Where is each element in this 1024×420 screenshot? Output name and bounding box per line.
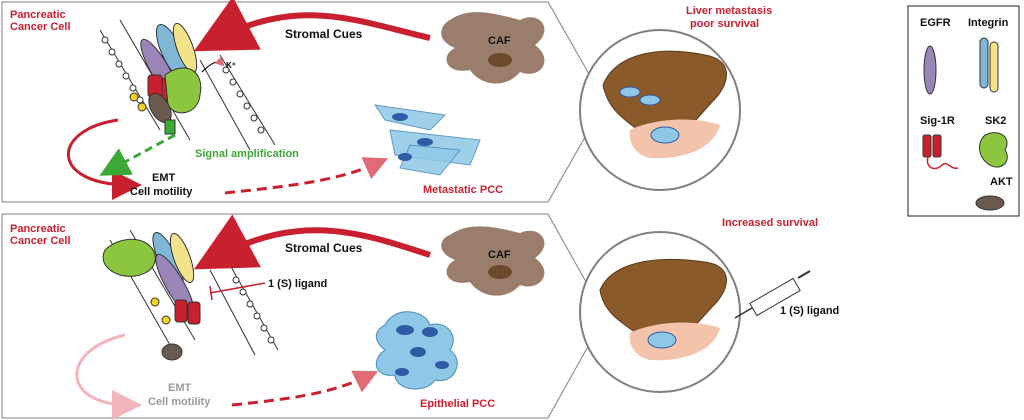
top-panel-frame [1, 1, 606, 203]
legend-integrin-icon [979, 37, 989, 89]
legend-sig1r-icon [922, 134, 932, 158]
top-panel: K⁺ Pancreatic Cancer Cell Stromal Cues C… [1, 0, 775, 203]
top-outcome-line2: poor survival [690, 18, 759, 30]
top-motility-arrow [224, 157, 389, 195]
bottom-caf-shape [441, 226, 545, 296]
legend-egfr-icon [923, 45, 937, 95]
syringe-ligand-label: 1 (S) ligand [780, 305, 839, 317]
bottom-membrane-complex [102, 229, 279, 361]
bottom-cell-label-line2: Cancer Cell [10, 235, 71, 247]
legend-sk2: SK2 [985, 115, 1006, 127]
bottom-emt: EMT [168, 382, 192, 394]
ligand-inhibit-line [209, 282, 266, 294]
bottom-motility-arrow [231, 370, 379, 407]
metastatic-pcc-cells [373, 104, 481, 176]
epithelial-pcc-cells [375, 311, 458, 390]
bottom-cell-motility: Cell motility [148, 396, 211, 408]
top-green-dashed-arrow [99, 133, 176, 176]
legend-box [907, 5, 1020, 217]
k-plus-label: K⁺ [226, 61, 236, 70]
top-cell-label: Pancreatic Cancer Cell [10, 9, 71, 33]
sk2-shape [164, 67, 202, 114]
top-outcome: Liver metastasis poor survival [686, 5, 775, 30]
top-signal-amplification: Signal amplification [195, 148, 299, 160]
bottom-pcc-label: Epithelial PCC [420, 398, 495, 410]
top-pcc-label: Metastatic PCC [423, 184, 503, 196]
top-membrane-complex: K⁺ [99, 19, 276, 151]
top-caf-shape [441, 12, 545, 84]
top-cell-motility: Cell motility [130, 186, 193, 198]
top-stromal-arrow [193, 0, 431, 52]
top-cell-label-line2: Cancer Cell [10, 21, 71, 33]
bottom-ligand-label: 1 (S) ligand [268, 278, 327, 290]
bottom-cell-label: Pancreatic Cancer Cell [10, 223, 71, 247]
bottom-cell-label-line1: Pancreatic [10, 223, 66, 235]
legend-integrin: Integrin [968, 17, 1009, 29]
top-caf-label: CAF [488, 35, 511, 47]
top-stromal-cues: Stromal Cues [285, 27, 363, 41]
top-outcome-line1: Liver metastasis [686, 5, 772, 17]
legend-sk2-icon [979, 132, 1008, 168]
bottom-panel-frame [1, 213, 606, 419]
top-cell-label-line1: Pancreatic [10, 9, 66, 21]
bottom-panel: Pancreatic Cancer Cell Stromal Cues CAF … [1, 213, 839, 420]
top-red-curve-arrow [66, 118, 142, 200]
bottom-outcome: Increased survival [722, 217, 818, 229]
bottom-faded-curve-arrow [75, 333, 142, 420]
legend-akt-icon [975, 195, 1005, 211]
legend-egfr: EGFR [920, 17, 951, 29]
bottom-stromal-arrow [193, 214, 431, 270]
syringe-icon [734, 270, 811, 319]
legend-sig1r: Sig-1R [920, 115, 955, 127]
legend: EGFR Integrin Sig-1R SK2 AKT [907, 5, 1020, 217]
top-emt: EMT [152, 172, 176, 184]
bottom-stromal-cues: Stromal Cues [285, 241, 363, 255]
bottom-caf-label: CAF [488, 249, 511, 261]
legend-akt: AKT [990, 176, 1013, 188]
